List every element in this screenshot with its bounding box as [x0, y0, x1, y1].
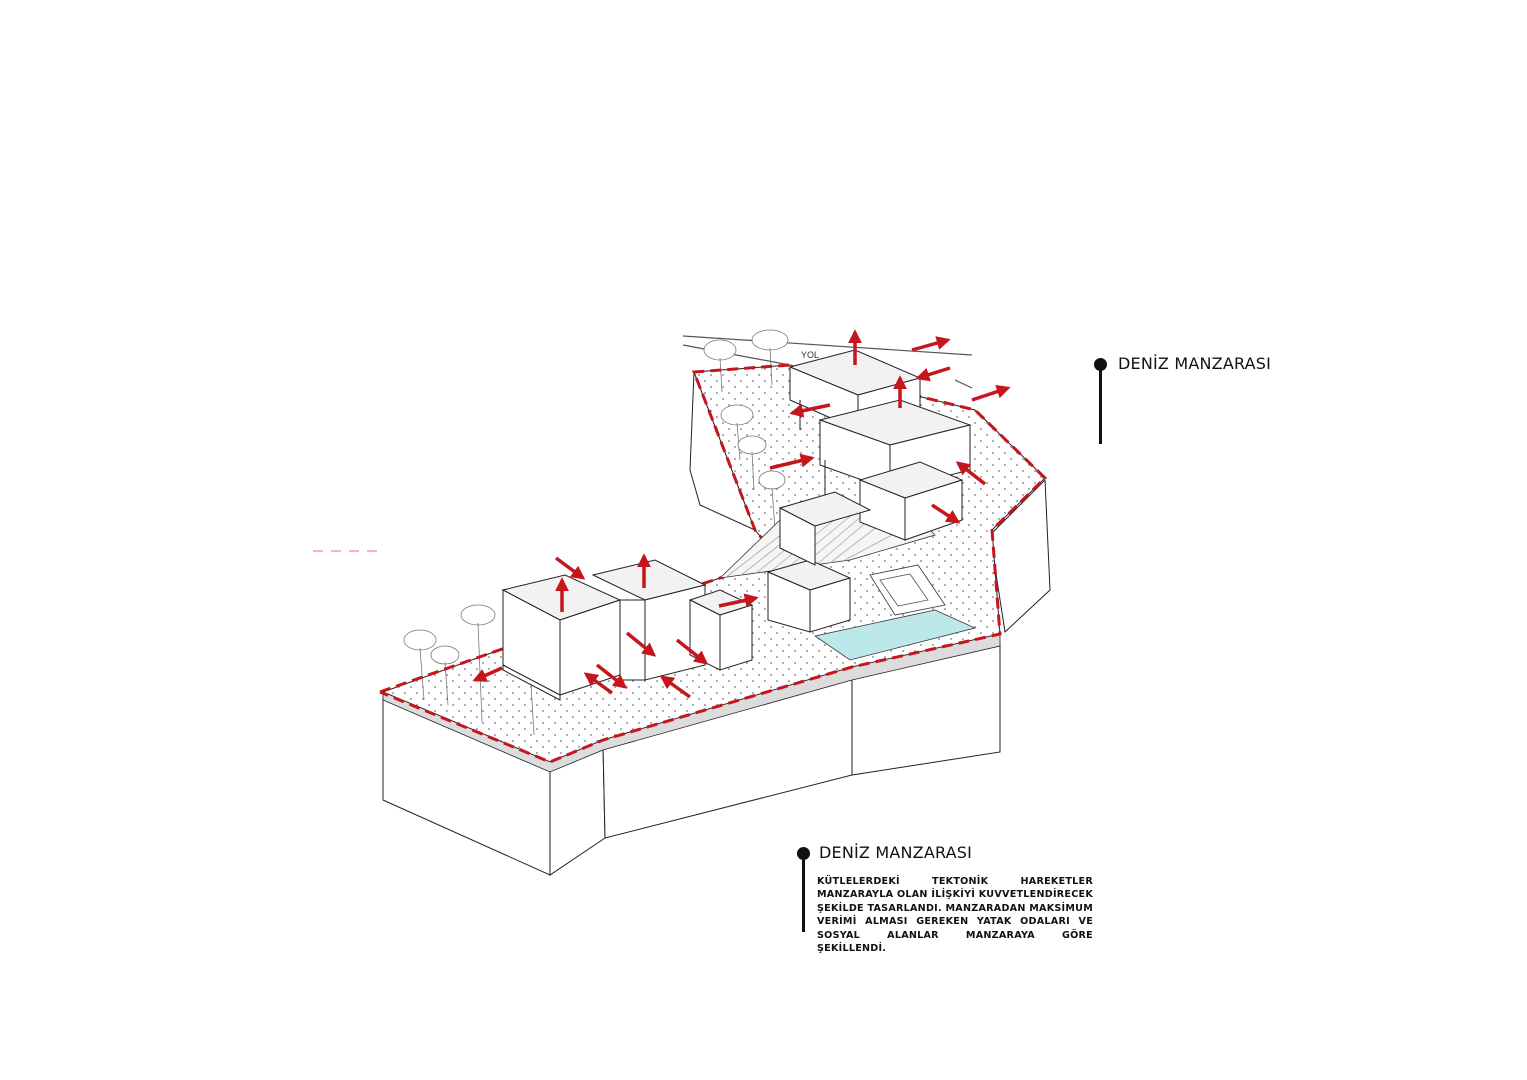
road-label: YOL — [801, 350, 819, 360]
callout-title: DENİZ MANZARASI — [819, 843, 973, 862]
callout-stem — [1099, 366, 1102, 444]
callout-description: KÜTLELERDEKİ TEKTONİK HAREKETLER MANZARA… — [817, 876, 1093, 955]
view-arrow — [931, 503, 961, 524]
tree-icon — [737, 435, 767, 491]
trees — [403, 329, 789, 736]
view-arrow — [675, 638, 709, 665]
tree-icon — [720, 404, 754, 461]
view-arrows — [472, 329, 1011, 699]
view-arrow — [583, 672, 614, 695]
middle-block — [766, 559, 852, 633]
view-arrow — [911, 336, 951, 352]
callout-title: DENİZ MANZARASI — [1118, 354, 1272, 373]
view-arrow — [789, 403, 831, 418]
view-arrow — [659, 675, 692, 699]
callout-stem — [802, 856, 805, 932]
view-arrow — [915, 366, 951, 382]
view-arrow — [955, 461, 987, 486]
callout-dot — [1094, 358, 1107, 371]
callout-dot — [797, 847, 810, 860]
view-arrow — [554, 556, 586, 580]
view-arrow — [718, 593, 759, 608]
pool — [814, 609, 977, 661]
view-arrow — [971, 384, 1011, 402]
view-arrow — [625, 631, 657, 657]
pool-deck-inner — [879, 573, 929, 607]
tree-icon — [751, 329, 789, 386]
upper-building-cluster — [778, 349, 972, 566]
pool-deck — [869, 564, 946, 616]
view-arrow — [769, 453, 815, 470]
road: YOL — [682, 335, 973, 389]
terrain-base — [382, 371, 1051, 876]
tree-icon — [403, 629, 437, 701]
tree-icon — [703, 339, 737, 393]
view-arrow — [595, 663, 628, 689]
tree-icon — [758, 470, 786, 531]
view-arrow — [472, 666, 503, 682]
